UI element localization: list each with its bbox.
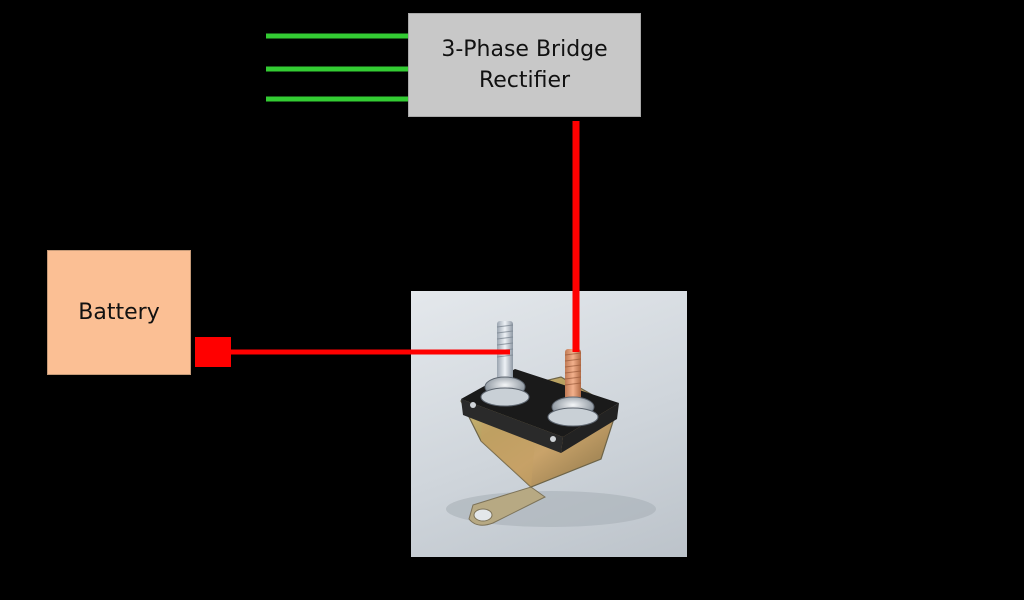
faint-label-breaker-note: [600, 150, 820, 214]
circuit-breaker-illustration: [411, 291, 687, 557]
battery-terminal: [195, 337, 231, 367]
battery-label: Battery: [78, 300, 159, 325]
circuit-breaker-photo: [411, 291, 687, 557]
faint-label-phase-input: [96, 30, 266, 94]
rectifier-label: 3-Phase Bridge Rectifier: [441, 34, 607, 96]
faint-label-rectifier-output: [228, 150, 478, 214]
battery-box: Battery: [47, 250, 191, 375]
rectifier-box: 3-Phase Bridge Rectifier: [408, 13, 641, 117]
